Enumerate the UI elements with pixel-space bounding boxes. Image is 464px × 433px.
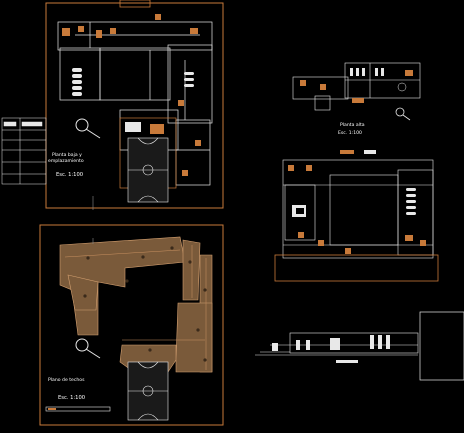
ground-floor-sheet: Planta baja y emplazamiento Esc. 1:100 — [45, 0, 224, 209]
north-arrow-icon — [75, 118, 101, 139]
elevation-openings — [272, 335, 390, 351]
roof-plan-title: Plano de techos — [48, 377, 85, 383]
upper-plan-scale: Esc. 1:100 — [338, 130, 362, 136]
ground-floor-plan — [57, 21, 213, 189]
upper-plan-furniture — [300, 70, 413, 103]
roof-drain-marks — [83, 246, 207, 362]
ground-sheet-border — [45, 2, 224, 209]
upper-plan-fixtures — [350, 68, 384, 76]
ground-plan-scale: Esc. 1:100 — [56, 172, 83, 178]
roof-scale-bar — [45, 406, 111, 412]
upper-plan-title: Planta alta — [340, 122, 365, 128]
ground-floor-seating — [72, 68, 194, 96]
ground-plan-title-2: emplazamiento — [48, 158, 84, 164]
roof-sheet-border — [39, 224, 224, 426]
roof-plan-scale: Esc. 1:100 — [58, 395, 85, 401]
roof-ridges — [64, 245, 207, 370]
north-arrow-icon — [395, 107, 411, 121]
upper-floor-plan-top — [292, 62, 421, 111]
upper-floor-plan-main — [282, 159, 434, 259]
north-arrow-icon — [75, 338, 101, 359]
ground-floor-furniture — [62, 14, 201, 176]
ground-sports-court — [127, 137, 169, 203]
elevation-sheet — [255, 311, 464, 381]
roof-plan — [59, 236, 213, 373]
upper-main-furniture — [288, 150, 426, 254]
elevation-drawing — [255, 332, 419, 356]
title-block — [1, 117, 47, 185]
roof-plan-sheet: Plano de techos Esc. 1:100 — [39, 224, 224, 426]
ground-plan-title-1: Planta baja y — [52, 152, 82, 158]
roof-sports-court — [127, 361, 169, 421]
upper-floor-sheet: Planta alta Esc. 1:100 — [274, 62, 439, 282]
